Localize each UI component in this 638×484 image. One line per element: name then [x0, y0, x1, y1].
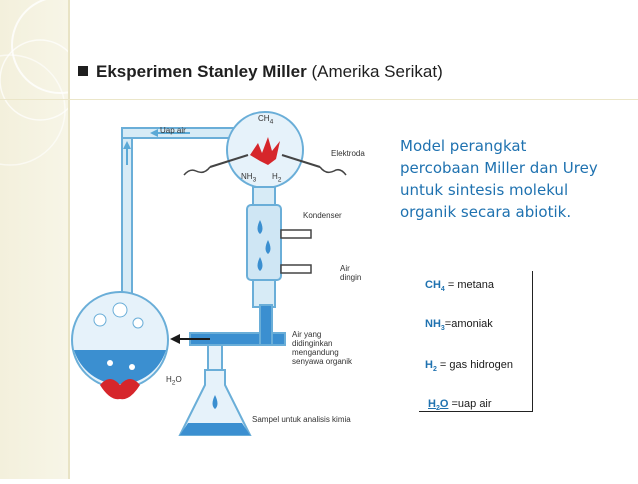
legend-formula-h2o-sub: 2 — [435, 405, 440, 413]
label-kondenser: Kondenser — [303, 211, 342, 220]
label-nh3: NH3 — [241, 172, 256, 185]
label-h2o-sub: 2 — [171, 379, 176, 387]
label-h2: H2 — [272, 172, 281, 185]
legend-row-h2o: H2O =uap air — [428, 398, 492, 412]
legend-formula-ch4-main: CH — [425, 279, 441, 291]
legend-row-nh3: NH3=amoniak — [425, 318, 493, 332]
legend-formula-h2-main: H — [425, 359, 433, 371]
legend-formula-h2o: H2O — [428, 398, 449, 413]
label-ch4-text: CH — [258, 114, 270, 123]
legend-formula-h2o-o: O — [439, 398, 449, 410]
label-uap-air: Uap air — [160, 126, 186, 135]
label-elektroda: Elektroda — [331, 149, 365, 158]
label-air-yang: Air yang didinginkan mengandung senyawa … — [292, 330, 353, 366]
legend-formula-nh3-sub: 3 — [440, 325, 445, 333]
legend-formula-ch4: CH4 — [425, 279, 445, 294]
label-h2o-o: O — [175, 375, 182, 384]
legend-formula-nh3: NH3 — [425, 318, 445, 333]
legend-formula-h2-sub: 2 — [432, 366, 437, 374]
model-description: Model perangkat percobaan Miller dan Ure… — [400, 137, 598, 221]
band-divider — [68, 0, 70, 479]
label-air-dingin: Air dingin — [340, 264, 362, 282]
slide-title: Eksperimen Stanley Miller (Amerika Serik… — [78, 62, 443, 82]
label-nh3-text: NH — [241, 172, 253, 181]
legend-formula-nh3-main: NH — [425, 318, 441, 330]
label-h2o: H2O — [166, 375, 182, 388]
label-nh3-sub: 3 — [252, 176, 257, 184]
legend-formula-h2: H2 — [425, 359, 437, 374]
legend-text-h2: = gas hidrogen — [439, 359, 514, 371]
decorative-circles — [0, 0, 109, 166]
decorative-side-band — [0, 0, 109, 479]
title-rest: (Amerika Serikat) — [311, 62, 443, 81]
legend-formula-ch4-sub: 4 — [440, 286, 445, 294]
label-ch4: CH4 — [258, 114, 273, 127]
legend-row-h2: H2 = gas hidrogen — [425, 359, 513, 373]
label-h2-text: H — [272, 172, 278, 181]
legend-formula-h2o-main: H — [428, 398, 436, 410]
legend-text-nh3: =amoniak — [444, 318, 493, 330]
legend-text-h2o: =uap air — [451, 398, 492, 410]
square-bullet-icon — [78, 66, 88, 76]
miller-apparatus-diagram — [71, 111, 347, 436]
legend-text-ch4: = metana — [447, 279, 495, 291]
label-h2-sub: 2 — [277, 176, 282, 184]
legend-row-ch4: CH4 = metana — [425, 279, 494, 293]
label-h2o-h: H — [166, 375, 172, 384]
label-ch4-sub: 4 — [269, 118, 274, 126]
header-rule — [0, 99, 638, 100]
label-sampel: Sampel untuk analisis kimia — [252, 415, 351, 424]
legend-box: CH4 = metana NH3=amoniak H2 = gas hidrog… — [419, 271, 533, 412]
title-bold: Eksperimen Stanley Miller — [96, 62, 307, 81]
